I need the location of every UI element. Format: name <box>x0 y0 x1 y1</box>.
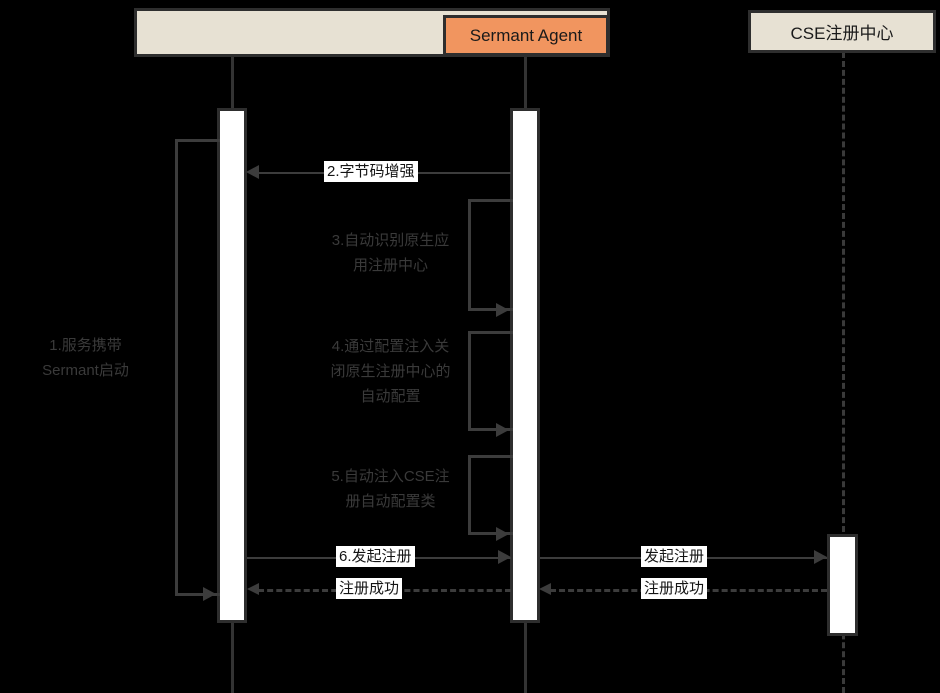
arrowhead-selfcall-application <box>203 587 216 601</box>
arrowhead-selfcall-3 <box>496 303 509 317</box>
activation-bar-cse-registry[interactable] <box>827 534 858 636</box>
participant-cse-registry-label: CSE注册中心 <box>790 24 894 43</box>
arrowhead-selfcall-4 <box>496 423 509 437</box>
arrowhead-message-9 <box>247 583 259 595</box>
participant-sermant-agent-label: Sermant Agent <box>469 25 583 45</box>
selfcall-loop-4 <box>468 331 513 431</box>
selfcall-loop-5 <box>468 455 513 535</box>
message-label-7: 发起注册 <box>641 546 708 567</box>
activation-bar-application[interactable] <box>217 108 247 623</box>
arrowhead-message-8 <box>539 583 551 595</box>
participant-cse-registry[interactable]: CSE注册中心 <box>748 10 936 53</box>
selfcall-loop-application <box>175 139 220 596</box>
message-label-8: 注册成功 <box>641 578 708 599</box>
arrowhead-message-2 <box>246 165 259 179</box>
lifeline-cse-registry <box>842 52 845 693</box>
message-label-4: 4.通过配置注入关 闭原生注册中心的 自动配置 <box>330 338 451 405</box>
activation-bar-sermant-agent[interactable] <box>510 108 540 623</box>
message-label-5: 5.自动注入CSE注 册自动配置类 <box>331 468 450 510</box>
selfcall-loop-3 <box>468 199 513 311</box>
message-label-9: 注册成功 <box>336 578 403 599</box>
message-label-1: 1.服务携带 Sermant启动 <box>42 337 129 379</box>
arrowhead-selfcall-5 <box>496 527 509 541</box>
message-label-3: 3.自动识别原生应 用注册中心 <box>331 232 450 274</box>
participant-sermant-agent[interactable]: Sermant Agent <box>443 15 609 56</box>
message-label-6: 6.发起注册 <box>336 546 415 567</box>
message-label-2: 2.字节码增强 <box>324 161 418 182</box>
arrowhead-message-7 <box>814 550 827 564</box>
arrowhead-message-6 <box>498 550 511 564</box>
